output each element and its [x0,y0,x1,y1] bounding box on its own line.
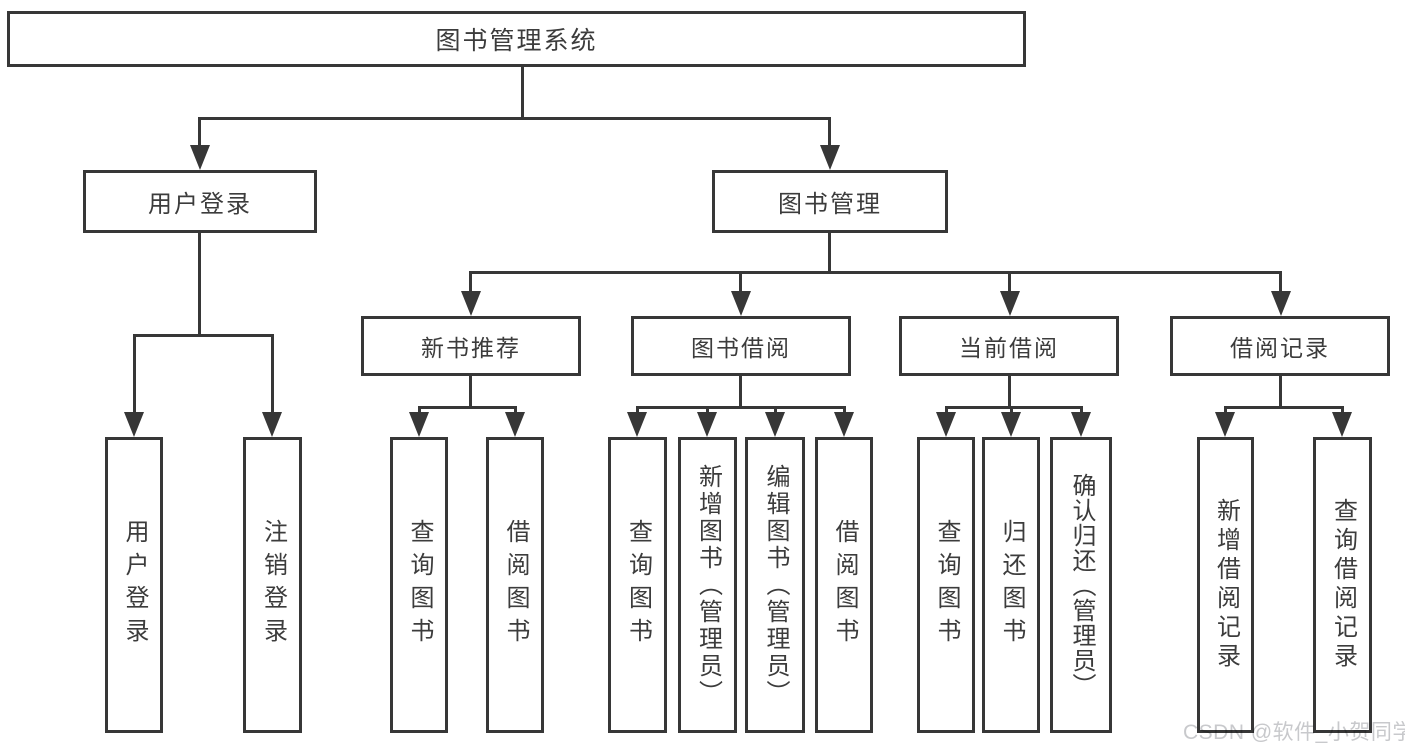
arrow-down-icon [820,145,840,170]
node-cb-query-books-label: 查询图书 [933,519,960,651]
connector-line [1224,406,1344,409]
node-nb-borrow-books: 借阅图书 [486,437,544,733]
node-bb-borrow-books-label: 借阅图书 [831,519,858,651]
node-user-login-action-label: 用户登录 [121,519,148,651]
arrow-down-icon [461,291,481,316]
connector-line [521,67,524,118]
arrow-down-icon [190,145,210,170]
connector-line [636,406,639,416]
node-cb-return-books: 归还图书 [982,437,1040,733]
connector-line [774,406,777,416]
connector-line [418,406,517,409]
connector-line [271,334,274,414]
node-cb-confirm-return-admin: 确认归还（管理员） [1050,437,1112,733]
node-bb-add-book-admin-label: 新增图书（管理员） [694,463,722,707]
arrow-down-icon [765,412,785,437]
node-bb-query-books: 查询图书 [608,437,667,733]
node-current-borrow: 当前借阅 [899,316,1119,376]
connector-line [1010,406,1013,416]
arrow-down-icon [1071,412,1091,437]
node-bb-add-book-admin: 新增图书（管理员） [678,437,737,733]
connector-line [418,406,421,416]
connector-line [1224,406,1227,416]
node-bb-borrow-books: 借阅图书 [815,437,873,733]
connector-line [1341,406,1344,416]
connector-line [469,271,472,295]
node-user-login-action: 用户登录 [105,437,163,733]
node-new-book-recommend-label: 新书推荐 [421,335,521,361]
node-bb-edit-book-admin: 编辑图书（管理员） [745,437,805,733]
connector-line [843,406,846,416]
connector-line [739,376,742,409]
connector-line [133,334,136,414]
node-new-book-recommend: 新书推荐 [361,316,581,376]
node-borrow-records-label: 借阅记录 [1230,335,1330,361]
node-book-borrow-label: 图书借阅 [691,335,791,361]
node-book-borrow: 图书借阅 [631,316,851,376]
node-root-label: 图书管理系统 [435,27,598,55]
node-bb-edit-book-admin-label: 编辑图书（管理员） [762,463,789,707]
connector-line [828,233,831,274]
connector-line [198,233,201,337]
connector-line [198,117,831,120]
node-borrow-records: 借阅记录 [1170,316,1390,376]
connector-line [945,406,1083,409]
arrow-down-icon [505,412,525,437]
connector-line [1008,376,1011,409]
arrow-down-icon [262,412,282,437]
node-cb-return-books-label: 归还图书 [998,519,1025,651]
connector-line [945,406,948,416]
node-nb-query-books: 查询图书 [390,437,448,733]
arrow-down-icon [1001,412,1021,437]
arrow-down-icon [731,291,751,316]
arrow-down-icon [1215,412,1235,437]
connector-line [1008,271,1011,295]
node-user-login: 用户登录 [83,170,317,233]
node-nb-query-books-label: 查询图书 [406,519,433,651]
node-book-management: 图书管理 [712,170,948,233]
node-logout-action-label: 注销登录 [259,519,287,651]
arrow-down-icon [124,412,144,437]
node-logout-action: 注销登录 [243,437,302,733]
connector-line [739,271,742,295]
connector-line [469,271,1282,274]
arrow-down-icon [1000,291,1020,316]
node-br-query-record: 查询借阅记录 [1313,437,1372,733]
node-cb-confirm-return-admin-label: 确认归还（管理员） [1068,472,1095,698]
node-br-query-record-label: 查询借阅记录 [1329,498,1357,672]
node-nb-borrow-books-label: 借阅图书 [502,519,529,651]
connector-line [514,406,517,416]
arrow-down-icon [1332,412,1352,437]
arrow-down-icon [936,412,956,437]
connector-line [198,117,201,147]
arrow-down-icon [627,412,647,437]
node-book-management-label: 图书管理 [778,191,882,218]
arrow-down-icon [409,412,429,437]
node-bb-query-books-label: 查询图书 [624,519,652,651]
connector-line [636,406,846,409]
connector-line [1279,271,1282,295]
arrow-down-icon [697,412,717,437]
node-br-add-record-label: 新增借阅记录 [1212,498,1240,672]
connector-line [706,406,709,416]
connector-line [133,334,274,337]
node-br-add-record: 新增借阅记录 [1197,437,1254,733]
node-current-borrow-label: 当前借阅 [959,335,1059,361]
watermark: CSDN @软件_小贺同学 [1183,721,1405,744]
arrow-down-icon [1271,291,1291,316]
node-root: 图书管理系统 [7,11,1026,67]
node-user-login-label: 用户登录 [148,191,252,218]
connector-line [1080,406,1083,416]
connector-line [469,376,472,409]
connector-line [828,117,831,147]
arrow-down-icon [834,412,854,437]
connector-line [1279,376,1282,409]
node-cb-query-books: 查询图书 [917,437,975,733]
